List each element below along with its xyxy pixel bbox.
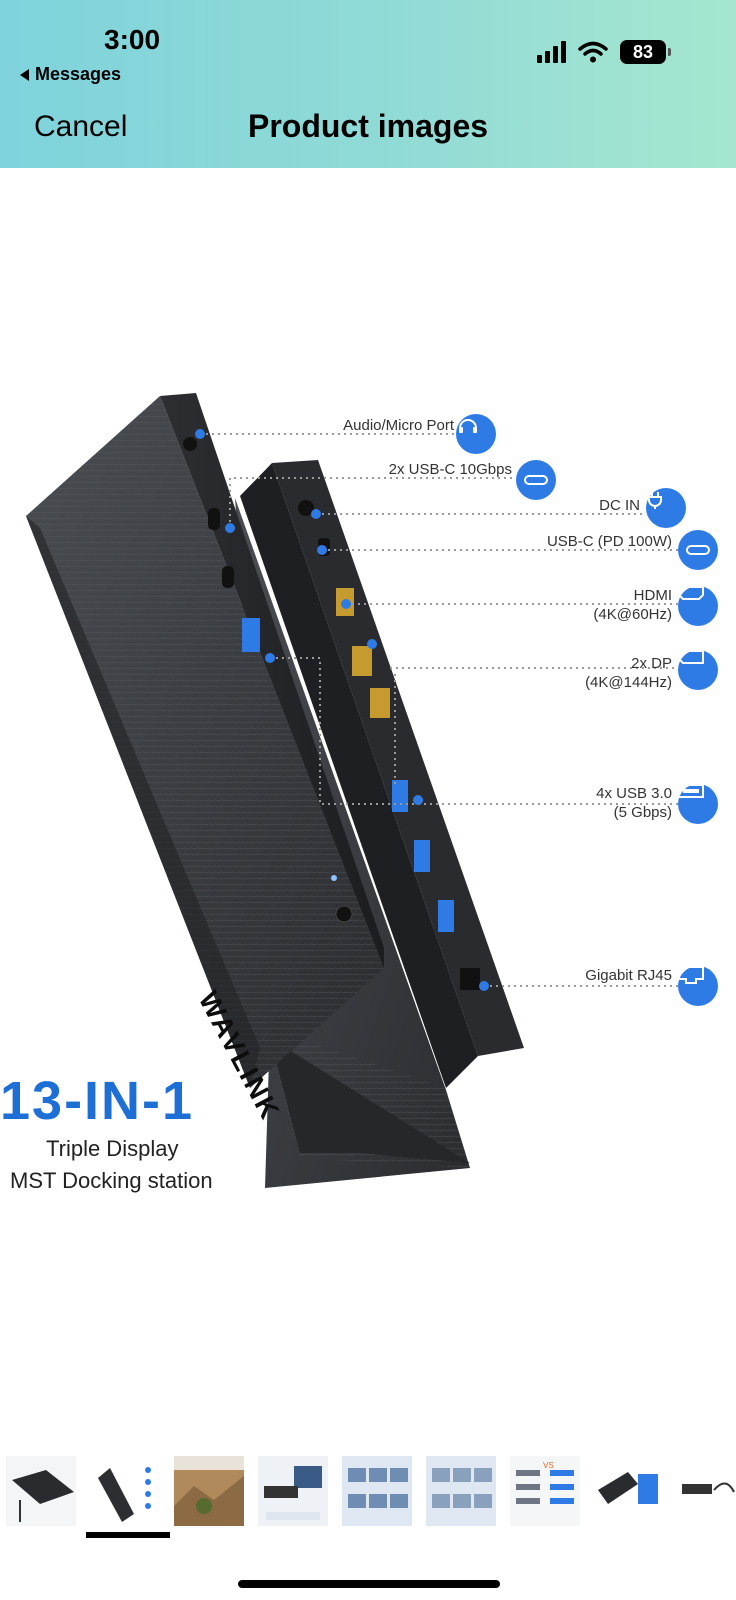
headset-icon: [456, 414, 496, 454]
cellular-signal-icon: [537, 41, 566, 63]
back-triangle-icon: [20, 68, 29, 81]
callout-dots: [195, 429, 489, 991]
callout-usb-a-label: 4x USB 3.0 (5 Gbps): [596, 785, 672, 821]
cancel-button[interactable]: Cancel: [34, 110, 128, 143]
subline-mst-docking: MST Docking station: [10, 1168, 213, 1193]
callout-dc-in-label: DC IN: [599, 497, 640, 514]
product-image-main[interactable]: WAVLINK Audio/Micro Port 2x: [0, 168, 736, 1418]
usb-c-icon: [516, 460, 556, 500]
page-title: Product images: [247, 108, 489, 144]
selected-thumbnail-indicator: [86, 1532, 170, 1538]
battery-icon: 83: [620, 40, 671, 64]
docking-station-illustration: WAVLINK: [26, 393, 678, 1188]
top-header: 3:00 Messages 83 Cancel Product images: [0, 0, 736, 168]
thumbnail-dock-top[interactable]: [6, 1456, 76, 1526]
svg-text:VS: VS: [543, 1461, 554, 1470]
home-indicator[interactable]: [238, 1580, 500, 1588]
callout-lines: [200, 433, 678, 987]
thumbnail-100w-charging[interactable]: [258, 1456, 328, 1526]
back-app-label: Messages: [35, 64, 122, 84]
thumbnail-dock-angle[interactable]: [594, 1456, 664, 1526]
displayport-icon: [678, 650, 718, 690]
thumbnail-8k-vivid-image[interactable]: [174, 1456, 244, 1526]
wifi-icon: [578, 41, 608, 63]
thumbnail-windows-modes[interactable]: [342, 1456, 412, 1526]
callout-usbc-pd-label: USB-C (PD 100W): [546, 533, 672, 550]
thumbnail-mac-modes[interactable]: [426, 1456, 496, 1526]
callout-usbc-10g-label: 2x USB-C 10Gbps: [388, 461, 512, 478]
thumbnail-ports-diagram[interactable]: [90, 1456, 160, 1526]
callout-audio-label: Audio/Micro Port: [343, 417, 454, 434]
callout-hdmi-label: HDMI (4K@60Hz): [593, 587, 672, 623]
ethernet-port-icon: [678, 966, 718, 1006]
status-time: 3:00: [104, 24, 161, 55]
battery-level: 83: [632, 41, 654, 62]
headline-13-in-1: 13-IN-1: [0, 1071, 195, 1131]
thumbnail-accessories[interactable]: [678, 1456, 736, 1526]
usb-c-icon: [678, 530, 718, 570]
power-plug-icon: [646, 488, 686, 528]
thumbnail-comparison[interactable]: VS: [510, 1456, 580, 1526]
callout-dp-label: 2x DP (4K@144Hz): [585, 655, 672, 691]
back-to-messages-link[interactable]: Messages: [20, 64, 121, 85]
hdmi-port-icon: [678, 586, 718, 626]
subline-triple-display: Triple Display: [46, 1136, 179, 1161]
status-indicators: 83: [537, 40, 671, 64]
thumbnail-strip[interactable]: VS: [0, 1452, 736, 1542]
dock-front-unit: WAVLINK: [26, 393, 384, 1125]
callout-rj45-label: Gigabit RJ45: [585, 967, 672, 984]
usb-a-icon: [678, 784, 718, 824]
